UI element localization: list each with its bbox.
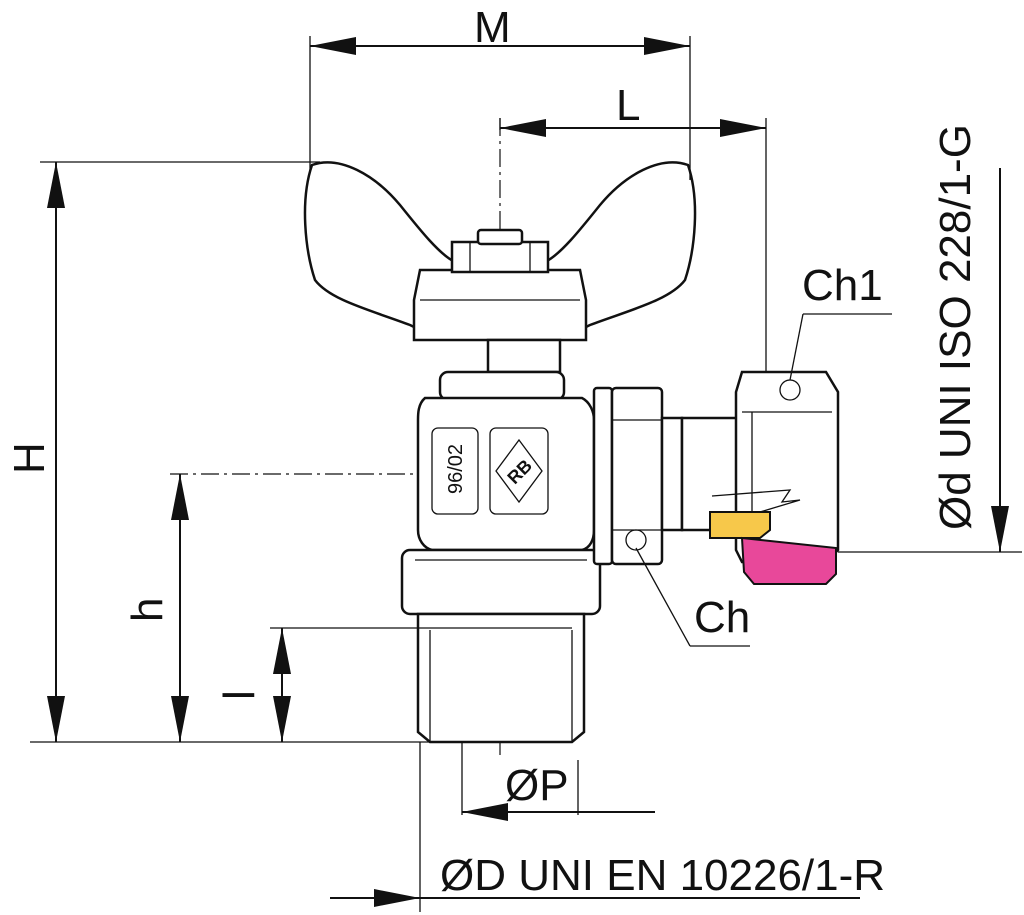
dim-label-M: M bbox=[474, 3, 511, 52]
butterfly-handle bbox=[303, 161, 697, 338]
valve-body-drawing: 96/02 RB bbox=[303, 161, 840, 744]
dim-label-L: L bbox=[616, 81, 640, 130]
dim-label-H: H bbox=[5, 442, 54, 474]
dim-label-h: h bbox=[123, 598, 172, 622]
dimension-labels: M L H h l ØP Ch1 Ch Ød UNI ISO 228/1-G Ø… bbox=[5, 3, 980, 900]
callout-ch: Ch bbox=[694, 593, 750, 642]
callout-ch1: Ch1 bbox=[802, 261, 883, 310]
dimension-lines bbox=[30, 36, 1022, 912]
dim-label-l: l bbox=[215, 690, 264, 700]
date-code-mark: 96/02 bbox=[445, 444, 467, 494]
thread-spec-d: Ød UNI ISO 228/1-G bbox=[931, 124, 980, 530]
dim-label-P: ØP bbox=[505, 761, 569, 810]
thread-spec-D: ØD UNI EN 10226/1-R bbox=[440, 851, 885, 900]
magenta-gasket bbox=[740, 536, 837, 585]
yellow-gasket bbox=[709, 511, 771, 539]
